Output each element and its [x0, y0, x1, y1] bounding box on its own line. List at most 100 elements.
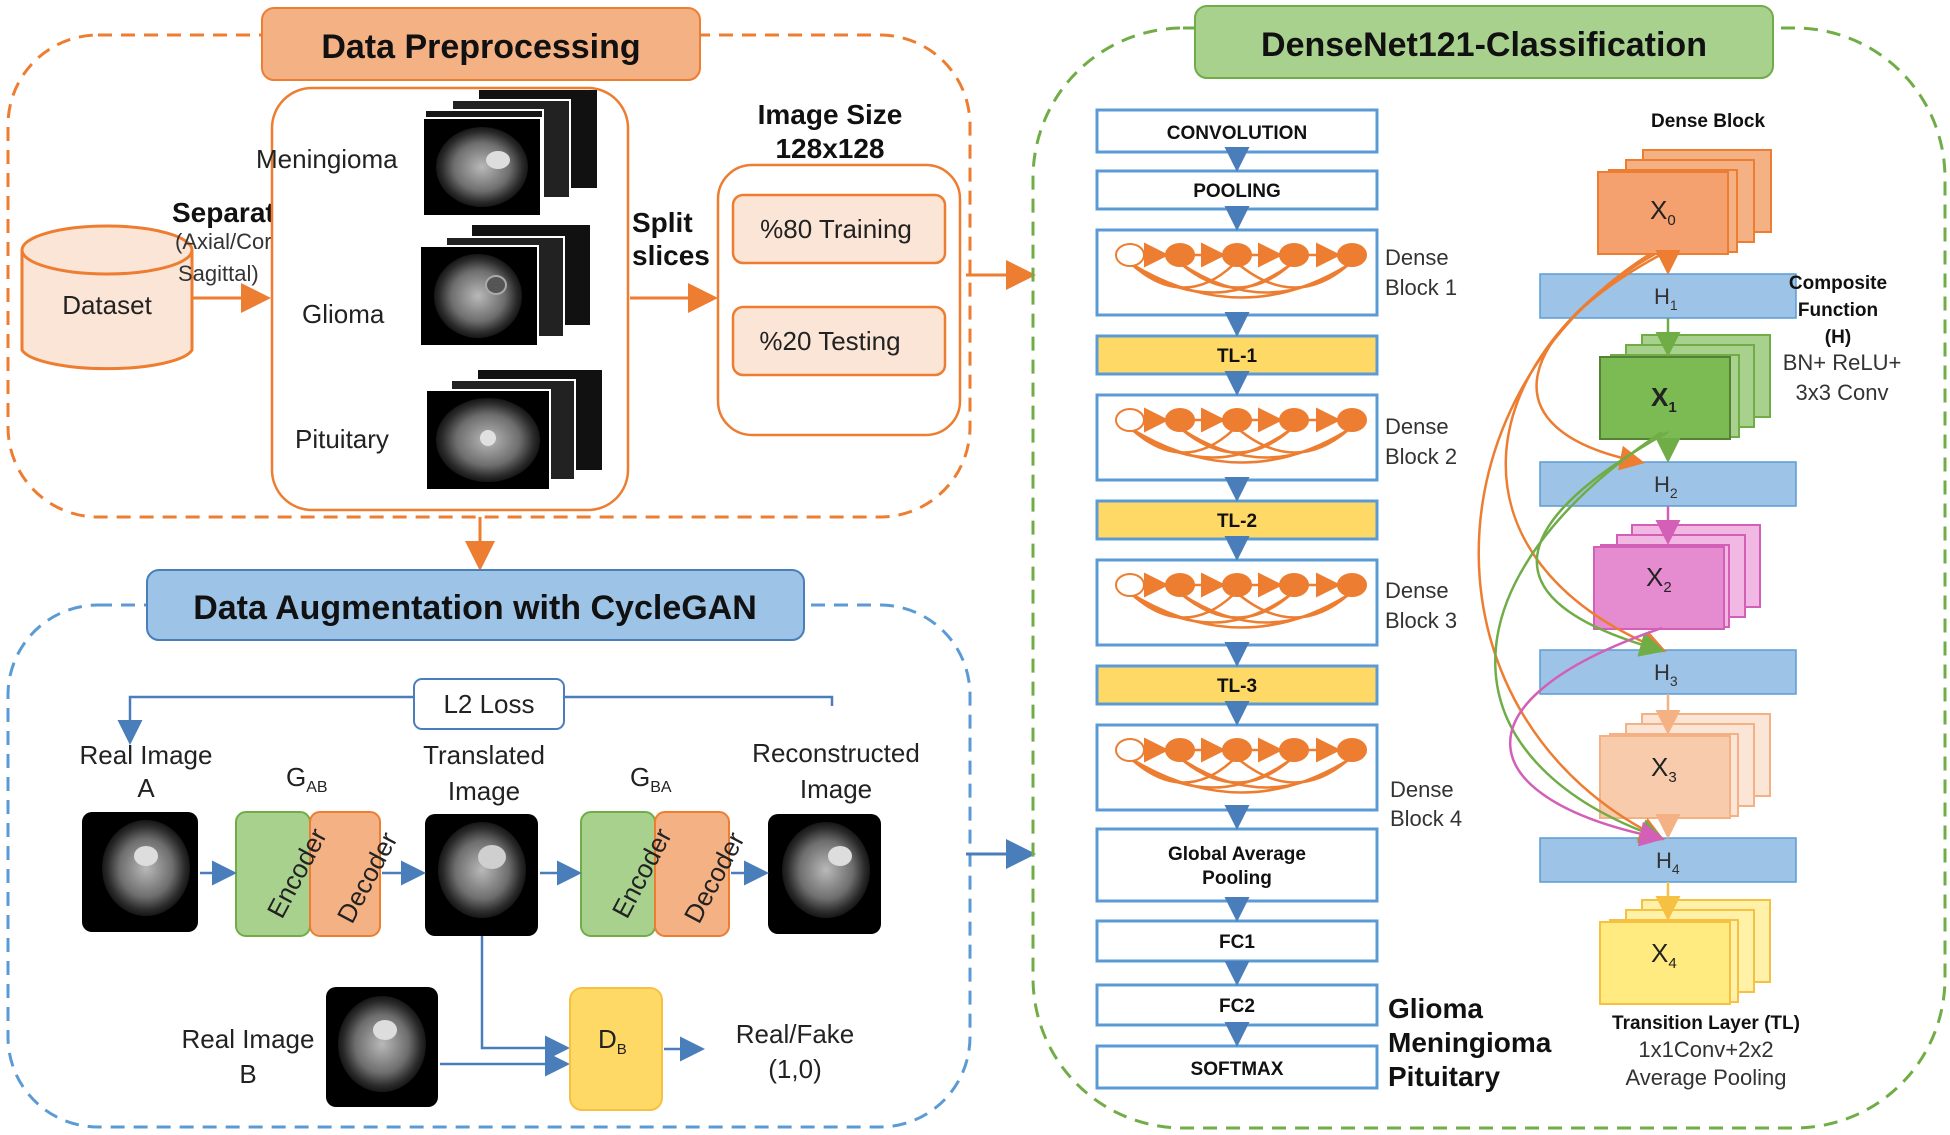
densenet-section: DenseNet121-Classification CONVOLUTION P…	[1031, 5, 1947, 1130]
mri-translated	[425, 814, 538, 936]
composite-line3: (H)	[1825, 327, 1851, 348]
dense-node	[1279, 408, 1309, 432]
dataset-label: Dataset	[62, 290, 152, 320]
dense-input-node	[1115, 573, 1145, 597]
dense-node	[1222, 243, 1252, 267]
transition-line2: 1x1Conv+2x2	[1638, 1037, 1773, 1062]
class-glioma: Glioma	[302, 299, 385, 329]
mri-reconstructed	[768, 814, 881, 934]
preprocessing-title: Data Preprocessing	[321, 28, 640, 66]
preprocessing-section: Data Preprocessing Dataset Separate slic…	[6, 7, 1036, 571]
dense-skip-edge	[1236, 757, 1349, 784]
dense-node	[1279, 243, 1309, 267]
real-b-line2: B	[239, 1059, 256, 1089]
testing-box	[731, 305, 947, 377]
h3-label: H3	[1654, 660, 1678, 689]
h3-bar	[1539, 649, 1797, 695]
g-ab-label: GAB	[286, 762, 328, 796]
dense-skip-edge	[1179, 591, 1349, 624]
discriminator-box	[569, 987, 663, 1111]
dense-node	[1165, 738, 1195, 762]
dense-skip-edge	[1179, 261, 1349, 294]
dense-graph-3	[1115, 572, 1367, 629]
gap-line2: Pooling	[1202, 868, 1272, 889]
tl2-layer-label: TL-2	[1217, 511, 1257, 532]
dense-node	[1165, 243, 1195, 267]
fc1-layer-label: FC1	[1219, 932, 1255, 953]
dense-node	[1222, 738, 1252, 762]
conv-layer	[1095, 108, 1379, 154]
transition-line1: Transition Layer (TL)	[1612, 1013, 1800, 1034]
training-box	[731, 193, 947, 265]
dense-node	[1279, 738, 1309, 762]
pool-layer	[1095, 169, 1379, 211]
dense-node	[1222, 573, 1252, 597]
x4-stack	[1599, 899, 1771, 1005]
x1-label: X1	[1651, 382, 1677, 416]
x2-stack	[1593, 524, 1761, 630]
dense-node	[1165, 408, 1195, 432]
mri-stack-glioma	[419, 225, 590, 347]
fc1-layer	[1095, 919, 1379, 963]
training-label: %80 Training	[760, 214, 912, 244]
mri-real-b	[326, 987, 438, 1107]
densenet-title: DenseNet121-Classification	[1261, 26, 1707, 64]
dense-node	[1337, 243, 1367, 267]
dense-node	[1337, 408, 1367, 432]
dense-3-line1: Dense	[1385, 578, 1449, 603]
real-b-line1: Real Image	[182, 1024, 315, 1054]
dense-input-node	[1115, 408, 1145, 432]
dataset-cylinder	[20, 224, 194, 371]
class-pituitary: Pituitary	[295, 424, 389, 454]
separate-slices-line3: Sagittal)	[178, 261, 259, 286]
real-a-line2: A	[137, 773, 155, 803]
composite-line2: Function	[1798, 300, 1878, 321]
softmax-layer-label: SOFTMAX	[1191, 1059, 1284, 1080]
dense-node	[1222, 408, 1252, 432]
composite-line1: Composite	[1789, 273, 1887, 294]
split-slices-line1: Split	[632, 207, 693, 238]
x2-label: X2	[1646, 562, 1672, 596]
conv-layer-label: CONVOLUTION	[1167, 123, 1307, 144]
image-size-line2: 128x128	[775, 133, 884, 164]
dense-1-line2: Block 1	[1385, 275, 1457, 300]
transition-line3: Average Pooling	[1625, 1065, 1786, 1090]
layer-stack: CONVOLUTION POOLING TL-1 TL-2 TL-3 Globa…	[1095, 108, 1379, 1090]
composite-line5: 3x3 Conv	[1796, 380, 1889, 405]
dense-graph-2	[1115, 407, 1367, 464]
dense-2-line1: Dense	[1385, 414, 1449, 439]
dense-4-line1: Dense	[1390, 777, 1454, 802]
x1-stack	[1599, 334, 1771, 440]
x3-label: X3	[1651, 752, 1677, 786]
gap-layer	[1095, 827, 1379, 903]
dense-node	[1279, 573, 1309, 597]
decoder-ab-box	[309, 811, 381, 937]
dense-1-line1: Dense	[1385, 245, 1449, 270]
dense-node	[1337, 573, 1367, 597]
x4-label: X4	[1651, 938, 1677, 972]
realfake-line1: Real/Fake	[736, 1019, 855, 1049]
l2-loss-label: L2 Loss	[443, 689, 534, 719]
reconstructed-line2: Image	[800, 774, 872, 804]
fc2-layer-label: FC2	[1219, 996, 1255, 1017]
x0-label: X0	[1650, 195, 1676, 229]
gap-line1: Global Average	[1168, 844, 1306, 865]
translated-line2: Image	[448, 776, 520, 806]
dense-block-graphs	[1115, 242, 1367, 794]
reconstructed-line1: Reconstructed	[752, 738, 920, 768]
mri-stack-meningioma	[422, 90, 597, 217]
output-meningioma: Meningioma	[1388, 1027, 1552, 1058]
pool-layer-label: POOLING	[1193, 181, 1281, 202]
translated-line1: Translated	[423, 740, 545, 770]
dense-node	[1337, 738, 1367, 762]
h1-label: H1	[1654, 284, 1678, 313]
dense-graph-4	[1115, 737, 1367, 794]
dense-2-line2: Block 2	[1385, 444, 1457, 469]
dense-input-node	[1115, 738, 1145, 762]
h4-label: H4	[1656, 848, 1680, 877]
x3-stack	[1599, 713, 1771, 819]
mri-real-a	[82, 812, 198, 932]
testing-label: %20 Testing	[759, 326, 900, 356]
image-size-line1: Image Size	[758, 99, 903, 130]
tl1-layer-label: TL-1	[1217, 346, 1258, 367]
